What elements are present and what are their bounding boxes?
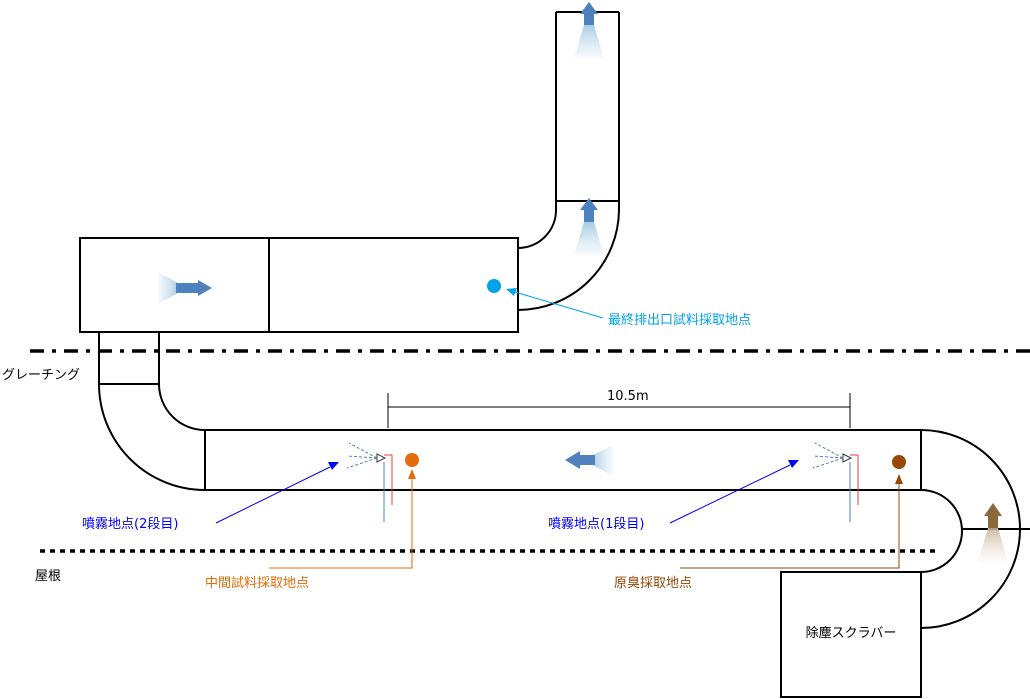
spray-stage2-leader bbox=[215, 462, 339, 524]
airflow-arrow-icon bbox=[565, 445, 613, 476]
airflow-arrow-icon bbox=[158, 272, 212, 304]
intermediate-sample-leader bbox=[269, 469, 416, 569]
lower-duct bbox=[98, 331, 1030, 698]
airflow-arrow-icon bbox=[574, 198, 604, 255]
intermediate-sample-point bbox=[405, 453, 419, 467]
grating-label: グレーチング bbox=[2, 368, 80, 383]
distance-dimension bbox=[387, 393, 851, 428]
roof-label: 屋根 bbox=[35, 569, 61, 584]
spray-nozzle-icon bbox=[346, 442, 393, 522]
intermediate-sample-label: 中間試料採取地点 bbox=[205, 575, 309, 591]
final-exhaust-leader bbox=[506, 288, 604, 319]
spray-stage1-leader bbox=[669, 460, 799, 524]
airflow-arrow-icon bbox=[978, 503, 1008, 562]
spray-nozzle-icon bbox=[812, 442, 859, 522]
spray-stage1-label: 噴霧地点(1段目) bbox=[548, 517, 644, 532]
distance-label: 10.5m bbox=[607, 389, 649, 404]
final-exhaust-point bbox=[487, 279, 501, 293]
upper-duct bbox=[79, 11, 620, 333]
raw-odor-sample-label: 原臭採取地点 bbox=[614, 576, 692, 591]
airflow-arrow-icon bbox=[574, 2, 604, 58]
dust-scrubber-label: 除塵スクラバー bbox=[806, 626, 897, 641]
final-exhaust-label: 最終排出口試料採取地点 bbox=[608, 312, 751, 328]
raw-odor-sample-point bbox=[892, 455, 906, 469]
raw-odor-sample-leader bbox=[680, 474, 903, 569]
spray-stage2-label: 噴霧地点(2段目) bbox=[82, 517, 178, 532]
